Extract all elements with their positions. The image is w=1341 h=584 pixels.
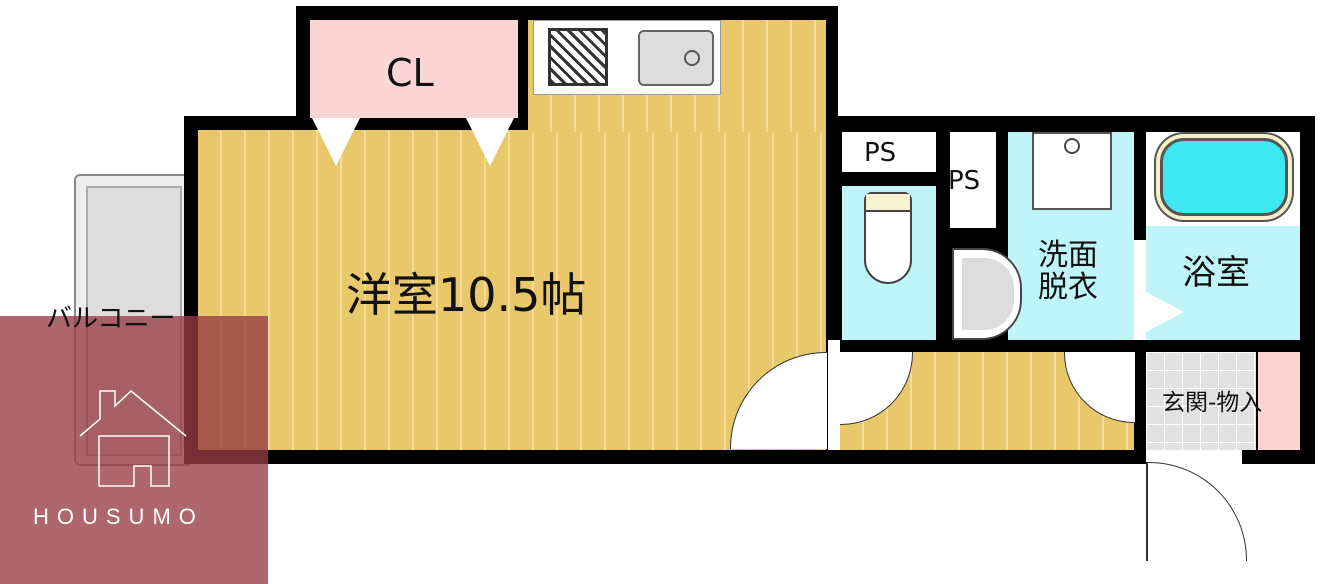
- washbasin-icon: [952, 248, 1022, 340]
- house-logo-icon: [79, 390, 187, 487]
- sink-icon: [638, 30, 714, 86]
- bathroom-door[interactable]: [1146, 292, 1184, 332]
- front-door-opening: [1146, 450, 1242, 464]
- balcony-label: バルコニー: [46, 304, 176, 334]
- bathtub-icon: [1160, 138, 1288, 216]
- bathroom-label: 浴室: [1182, 253, 1250, 293]
- bathroom-doorway: [1134, 240, 1146, 340]
- front-door[interactable]: [1146, 462, 1247, 561]
- pipe-space-1: [842, 132, 936, 172]
- closet-door-right[interactable]: [466, 118, 514, 166]
- ps2-label: PS: [948, 166, 981, 196]
- closet: [310, 20, 518, 118]
- ps1-label: PS: [864, 138, 897, 168]
- washroom-label: 洗面 脱衣: [1038, 238, 1098, 305]
- washing-machine-pan-icon: [1032, 132, 1112, 210]
- entrance: [1146, 352, 1256, 450]
- storage: [1258, 352, 1300, 450]
- housumo-watermark: HOUSUMO: [0, 316, 268, 584]
- stove-icon: [548, 28, 608, 86]
- toilet-icon: [864, 192, 912, 284]
- brand-name: HOUSUMO: [33, 504, 204, 529]
- closet-label: CL: [386, 51, 434, 95]
- western-room-label: 洋室10.5帖: [346, 268, 587, 322]
- corridor-opening: [828, 340, 840, 450]
- pipe-space-2: [950, 132, 996, 228]
- closet-door-left[interactable]: [312, 118, 360, 166]
- western-room-floor: [198, 130, 826, 450]
- entrance-label: 玄関-物入: [1162, 390, 1263, 416]
